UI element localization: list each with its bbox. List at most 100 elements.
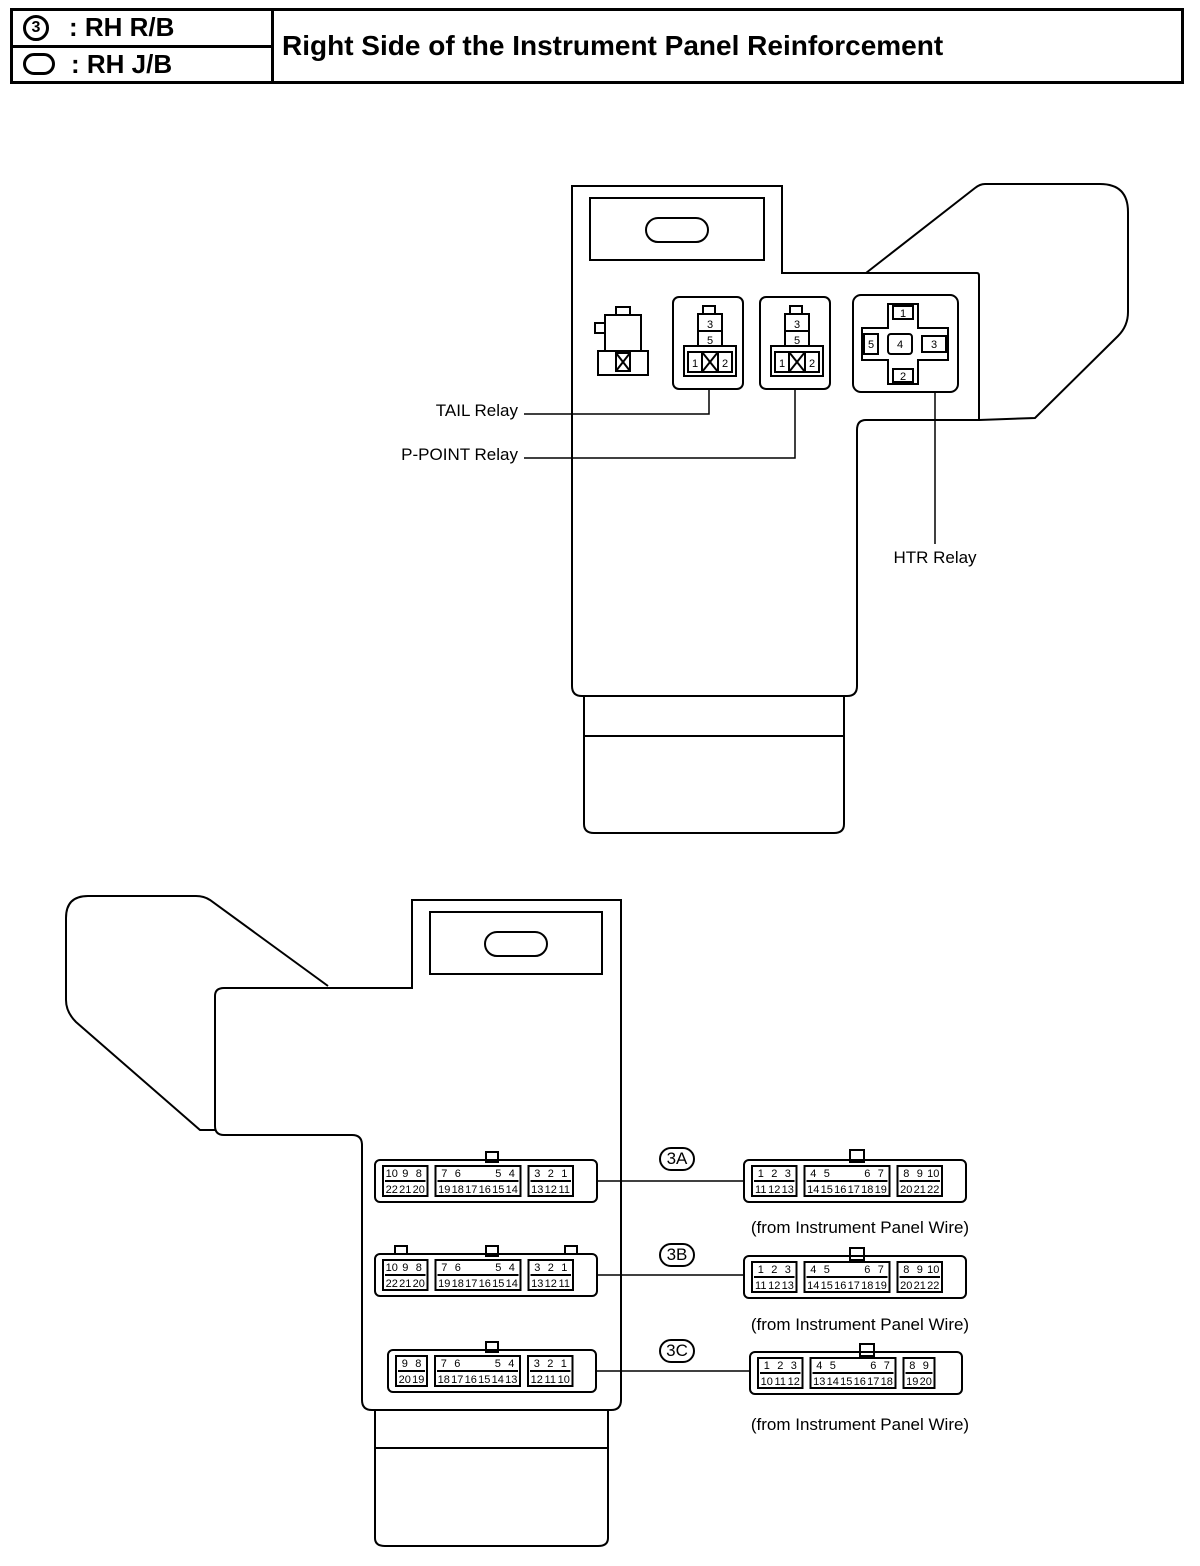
- htr-relay-socket: 1 5 4 3 2: [852, 294, 959, 393]
- pin-group: [803, 1165, 891, 1197]
- pin-label: 2: [777, 1360, 783, 1372]
- pin-label: 21: [399, 1278, 411, 1290]
- pin-label: 13: [782, 1184, 794, 1196]
- pin-label: 20: [413, 1184, 425, 1196]
- tail-relay-socket: 3 5 1 2: [672, 296, 744, 390]
- pin-label: 5: [794, 335, 800, 347]
- pin-label: 14: [807, 1184, 819, 1196]
- pin-label: 13: [505, 1374, 517, 1386]
- pin-label: 2: [900, 371, 906, 383]
- pin-label: 18: [452, 1184, 464, 1196]
- pin-label: 16: [834, 1280, 846, 1292]
- oval-symbol-icon: [23, 53, 55, 76]
- latch-icon: [859, 1343, 875, 1357]
- pin-label: 15: [492, 1278, 504, 1290]
- pin-label: 16: [479, 1184, 491, 1196]
- pin-label: 6: [455, 1168, 461, 1180]
- pin-label: 12: [545, 1184, 557, 1196]
- connector-id-badge: [659, 1147, 695, 1171]
- pin-label: 3: [534, 1358, 540, 1370]
- pin-label: 8: [415, 1358, 421, 1370]
- pin-label: 11: [545, 1374, 556, 1386]
- pin-label: 4: [508, 1358, 514, 1370]
- tail-relay-label: TAIL Relay: [436, 401, 519, 420]
- pin-label: 1: [764, 1360, 770, 1372]
- pin-label: 14: [506, 1278, 518, 1290]
- pin-label: 3: [794, 319, 800, 331]
- pin-label: 21: [399, 1184, 411, 1196]
- pin-group: [896, 1165, 943, 1197]
- pin-label: 6: [864, 1264, 870, 1276]
- pin-label: 8: [909, 1360, 915, 1372]
- pin-label: 14: [827, 1376, 839, 1388]
- pin-label: 9: [402, 1168, 408, 1180]
- connector-source-label: (from Instrument Panel Wire): [751, 1315, 969, 1334]
- pin-label: 5: [495, 1262, 501, 1274]
- pin-label: 16: [834, 1184, 846, 1196]
- pin-label: 14: [492, 1374, 504, 1386]
- pin-label: 13: [813, 1376, 825, 1388]
- pin-label: 2: [547, 1358, 553, 1370]
- pin-label: 20: [399, 1374, 411, 1386]
- pin-label: 1: [758, 1168, 764, 1180]
- pin-label: 18: [861, 1280, 873, 1292]
- circle-symbol-icon: 3: [23, 14, 49, 41]
- pin-label: 18: [452, 1278, 464, 1290]
- clip-oval-icon: [484, 931, 548, 957]
- pin-label: 3: [534, 1168, 540, 1180]
- pin-group: [527, 1259, 574, 1291]
- latch-icon: [849, 1149, 865, 1163]
- pin-label: 21: [914, 1280, 926, 1292]
- pin-label: 1: [900, 308, 906, 320]
- pin-label: 13: [531, 1278, 543, 1290]
- pin-group: [757, 1357, 804, 1389]
- pin-group: [809, 1357, 897, 1389]
- pin-label: 5: [824, 1168, 830, 1180]
- pin-label: 10: [927, 1264, 939, 1276]
- pin-group: [896, 1261, 943, 1293]
- latch-icon: [849, 1247, 865, 1261]
- pin-label: 17: [848, 1280, 860, 1292]
- pin-group: [382, 1259, 429, 1291]
- pin-label: 16: [854, 1376, 866, 1388]
- pin-label: 7: [441, 1262, 447, 1274]
- pin-label: 3: [785, 1264, 791, 1276]
- pin-label: 4: [509, 1262, 515, 1274]
- latch-icon: [394, 1245, 408, 1255]
- pin-label: 4: [897, 339, 903, 351]
- ppoint-relay-label: P-POINT Relay: [401, 445, 518, 464]
- pin-label: 3: [707, 319, 713, 331]
- latch-icon: [485, 1151, 499, 1163]
- clip-oval-icon: [645, 217, 709, 243]
- pin-label: 14: [807, 1280, 819, 1292]
- pin-label: 10: [558, 1374, 570, 1386]
- pin-label: 15: [821, 1280, 833, 1292]
- pin-label: 19: [875, 1280, 887, 1292]
- pin-label: 3: [534, 1262, 540, 1274]
- relay-leader-lines: [524, 389, 936, 544]
- pin-label: 17: [465, 1184, 477, 1196]
- pin-label: 17: [451, 1374, 463, 1386]
- header-table: 3 : RH R/B : RH J/B Right Side of the In…: [10, 8, 1184, 84]
- connector-source-label: (from Instrument Panel Wire): [751, 1218, 969, 1237]
- pin-label: 18: [438, 1374, 450, 1386]
- pin-label: 19: [412, 1374, 424, 1386]
- pin-label: 5: [830, 1360, 836, 1372]
- pin-label: 5: [707, 335, 713, 347]
- pin-label: 4: [810, 1264, 816, 1276]
- junction-block: [65, 895, 622, 1547]
- pin-label: 18: [861, 1184, 873, 1196]
- pin-label: 17: [465, 1278, 477, 1290]
- htr-relay-label: HTR Relay: [893, 548, 977, 567]
- pin-label: 17: [867, 1376, 879, 1388]
- pin-label: 2: [548, 1168, 554, 1180]
- pin-label: 11: [755, 1280, 766, 1292]
- pin-label: 10: [927, 1168, 939, 1180]
- pin-label: 13: [531, 1184, 543, 1196]
- pin-label: 19: [438, 1184, 450, 1196]
- pin-group: [434, 1259, 522, 1291]
- connector-id-badge: [659, 1243, 695, 1267]
- pin-label: 13: [782, 1280, 794, 1292]
